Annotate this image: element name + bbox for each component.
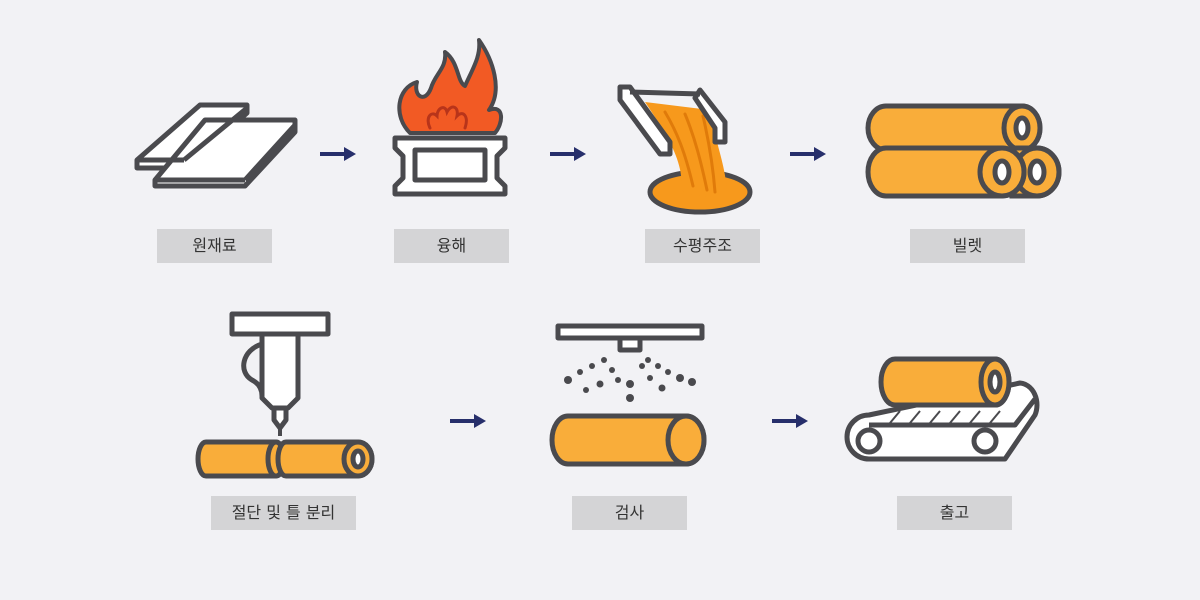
arrow-right-icon <box>772 413 808 428</box>
step-label-raw-material: 원재료 <box>157 229 272 263</box>
inspection-spray-icon <box>549 322 710 467</box>
step-label-cutting-separation: 절단 및 틀 분리 <box>211 496 356 530</box>
arrow-right-icon <box>320 146 356 161</box>
step-label-melting: 융해 <box>394 229 509 263</box>
step-label-shipping: 출고 <box>897 496 1012 530</box>
step-label-billet: 빌렛 <box>910 229 1025 263</box>
raw-material-plates-icon <box>134 100 305 195</box>
horizontal-casting-icon <box>615 82 765 222</box>
cutting-machine-icon <box>190 310 380 480</box>
arrow-right-icon <box>790 146 826 161</box>
arrow-right-icon <box>450 413 486 428</box>
step-label-inspection: 검사 <box>572 496 687 530</box>
shipping-conveyor-icon <box>844 355 1055 470</box>
melting-furnace-icon <box>385 38 515 198</box>
step-label-horizontal-casting: 수평주조 <box>645 229 760 263</box>
billets-stack-icon <box>862 102 1067 202</box>
arrow-right-icon <box>550 146 586 161</box>
